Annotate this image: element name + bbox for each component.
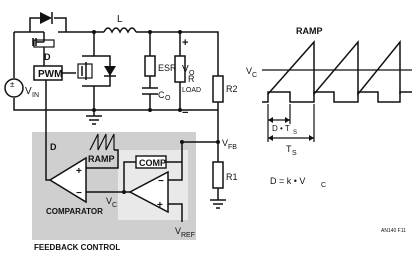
- dts-label: D • T: [272, 124, 290, 133]
- svg-text:±: ±: [10, 80, 15, 89]
- comp-label: COMP: [139, 158, 166, 168]
- ts-subscript: S: [292, 150, 297, 157]
- d-signal-label: D: [50, 142, 57, 152]
- wave-vc-subscript: C: [252, 72, 257, 79]
- vref-label: V: [175, 226, 181, 236]
- vin-subscript: IN: [32, 92, 39, 99]
- ground-icon: [86, 115, 102, 125]
- vfb-label: V: [222, 138, 228, 148]
- pwm-d-label: D: [44, 52, 51, 62]
- vfb-subscript: FB: [228, 144, 237, 151]
- figure-code: AN140 F11: [381, 228, 406, 234]
- wave-vc-label: V: [246, 66, 252, 76]
- top-diode-icon: [40, 12, 52, 24]
- vo-minus: −: [182, 107, 188, 119]
- r2-label: R2: [226, 84, 238, 94]
- vc-subscript: C: [112, 202, 117, 209]
- r1-label: R1: [226, 172, 238, 182]
- error-amplifier: [128, 170, 169, 214]
- inductor-icon: [103, 27, 137, 34]
- feedback-control-label: FEEDBACK CONTROL: [34, 243, 120, 252]
- load-subscript: LOAD: [182, 87, 201, 94]
- r1-resistor: [212, 161, 224, 189]
- waveform-ramp-title: RAMP: [296, 26, 323, 36]
- ts-label: T: [286, 144, 292, 154]
- load-label: R: [188, 74, 195, 84]
- inductor-label: L: [117, 14, 123, 25]
- ea-minus: −: [158, 176, 164, 187]
- vo-plus: +: [182, 37, 188, 49]
- vin-label: V: [25, 86, 32, 97]
- duty-equation: D = k • V: [270, 176, 305, 186]
- ea-plus: +: [157, 200, 163, 211]
- vo-label: V: [182, 64, 189, 75]
- pwm-comparator: [48, 156, 87, 204]
- ramp-label: RAMP: [88, 154, 115, 164]
- vin-source-icon: [4, 78, 24, 98]
- cmp-minus: −: [76, 188, 82, 199]
- comparator-label: COMPARATOR: [46, 207, 103, 216]
- vref-subscript: REF: [181, 232, 195, 239]
- pwm-waveform: [262, 91, 412, 103]
- r1-ground-icon: [210, 199, 226, 209]
- ramp-waveform: [267, 39, 401, 97]
- low-side-diode-icon: [104, 66, 116, 76]
- co-subscript: O: [165, 95, 171, 102]
- pwm-label: PWM: [38, 69, 62, 80]
- duty-equation-subscript: C: [321, 182, 326, 189]
- vc-label: V: [106, 196, 112, 206]
- cmp-plus: +: [76, 166, 82, 177]
- co-label: C: [158, 90, 165, 100]
- dts-subscript: S: [293, 130, 297, 136]
- vo-subscript: O: [189, 70, 195, 77]
- ramp-generator-icon: [89, 133, 115, 151]
- r2-resistor: [212, 75, 224, 103]
- esr-label: ESR: [158, 63, 177, 73]
- esr-resistor: [144, 55, 156, 77]
